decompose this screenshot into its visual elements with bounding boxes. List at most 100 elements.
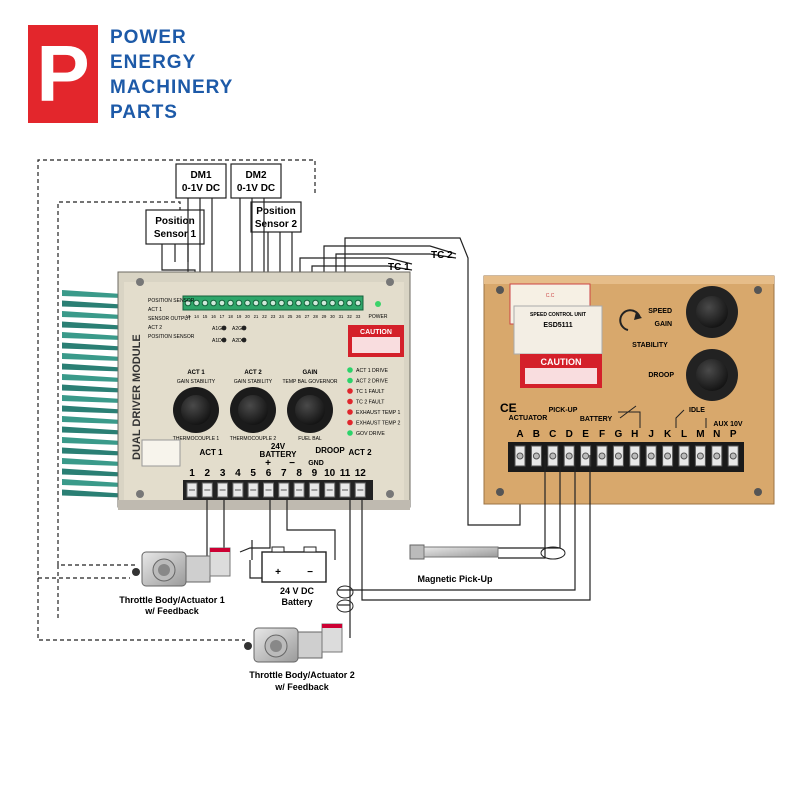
top-terminal-screw: [269, 299, 277, 307]
esd-terminal-letter: H: [631, 429, 638, 440]
gnd-label: GND: [308, 460, 324, 467]
knob-foot-label: THERMOCOUPLE 2: [230, 436, 277, 442]
esd-terminal-letter: P: [730, 429, 737, 440]
status-led-label: TC 2 FAULT: [356, 400, 385, 406]
heatsink-fin: [62, 384, 122, 393]
terminal-number: 3: [220, 468, 226, 479]
knob-head-label: ACT 1: [187, 370, 205, 376]
test-point-led: [221, 325, 227, 331]
top-terminal-number: 13: [186, 314, 191, 319]
esd-terminal-letter: G: [615, 429, 623, 440]
terminal-number: 12: [355, 468, 367, 479]
heatsink-fin: [62, 458, 122, 466]
top-terminal-number: 20: [245, 314, 250, 319]
battery-label-1: 24 V DC: [280, 586, 315, 596]
esd-battery-label: BATTERY: [580, 416, 613, 423]
tc1-label: TC 1: [388, 262, 410, 273]
esd-terminal-letter: B: [533, 429, 540, 440]
esd-terminal-letter: M: [696, 429, 704, 440]
knob-sub-label: TEMP BAL GOVERNOR: [282, 379, 337, 385]
top-terminal-number: 31: [339, 314, 344, 319]
top-terminal-number: 33: [356, 314, 361, 319]
side-label: POSITION SENSOR: [148, 298, 195, 304]
status-led: [347, 388, 353, 394]
stability-label: STABILITY: [632, 342, 668, 349]
screw-icon: [754, 488, 762, 496]
knob-head-label: GAIN: [303, 370, 318, 376]
test-point-led: [241, 325, 247, 331]
top-terminal-screw: [354, 299, 362, 307]
heatsink-fin: [62, 405, 122, 414]
heatsink-fin: [62, 416, 122, 424]
brand-line-4: PARTS: [110, 102, 178, 123]
magnetic-pickup: Magnetic Pick-Up: [409, 544, 499, 584]
knob-foot-label: FUEL BAL: [298, 436, 322, 442]
pos2-label-1: Position: [256, 206, 295, 217]
top-terminal-number: 19: [237, 314, 242, 319]
status-led-label: GOV DRIVE: [356, 431, 385, 437]
top-terminal-number: 16: [211, 314, 216, 319]
status-led-label: EXHAUST TEMP 2: [356, 421, 401, 427]
heatsink-fin: [62, 332, 122, 340]
idle-label: IDLE: [689, 407, 705, 414]
top-terminal-number: 14: [194, 314, 199, 319]
dm1-label-2: 0-1V DC: [182, 183, 220, 194]
esd-terminal-letter: A: [516, 429, 523, 440]
top-terminal-screw: [218, 299, 226, 307]
terminal-number: 2: [205, 468, 211, 479]
knob-sub-label: GAIN STABILITY: [234, 379, 273, 385]
heatsink-fin: [62, 437, 122, 445]
tc2-label: TC 2: [431, 250, 453, 261]
actuator-label: ACTUATOR: [509, 415, 548, 422]
status-led: [347, 367, 353, 373]
top-terminal-screw: [244, 299, 251, 307]
idle-switch-symbol: [675, 409, 707, 428]
wire-loop-mark: [336, 599, 354, 613]
top-terminal-screw: [235, 299, 243, 307]
esd-model: ESD5111: [543, 322, 572, 329]
side-label: POSITION SENSOR: [148, 334, 195, 340]
screw-icon: [754, 286, 762, 294]
small-label: A1D: [212, 338, 222, 344]
ddm-logo-sticker: [141, 439, 181, 467]
minus-sign: −: [289, 458, 295, 469]
heatsink-fin: [62, 479, 122, 487]
heatsink-fin: [62, 300, 122, 309]
top-terminal-number: 32: [347, 314, 352, 319]
throttle1-label-2: w/ Feedback: [144, 606, 200, 616]
battery-24v-label: 24V: [271, 442, 286, 451]
pickup-label: PICK-UP: [549, 407, 578, 414]
screw-icon: [496, 488, 504, 496]
top-terminal-screw: [295, 299, 302, 307]
esd-terminal-letter: F: [599, 429, 605, 440]
side-label: ACT 2: [148, 325, 162, 331]
gain-label: GAIN: [655, 321, 673, 328]
terminal-number: 8: [296, 468, 302, 479]
esd-terminal-letter: J: [648, 429, 654, 440]
terminal-number: 6: [266, 468, 272, 479]
dm2-box: DM2 0-1V DC: [230, 163, 282, 199]
top-terminal-screw: [346, 299, 353, 307]
top-terminal-screw: [184, 299, 192, 307]
screw-icon: [386, 490, 394, 498]
terminal-number: 10: [324, 468, 336, 479]
top-terminal-screw: [261, 299, 268, 307]
heatsink-fin: [62, 374, 122, 382]
status-led: [347, 419, 353, 426]
status-led: [347, 430, 353, 436]
droop-label: DROOP: [648, 372, 674, 379]
speed-label: SPEED: [648, 308, 672, 315]
esd-terminal-letter: L: [681, 429, 687, 440]
esd-caution-text: CAUTION: [541, 357, 582, 367]
top-terminal-number: 25: [288, 314, 293, 319]
esd-title: SPEED CONTROL UNIT: [530, 312, 586, 318]
top-terminal-screw: [278, 299, 285, 307]
knob-sub-label: GAIN STABILITY: [177, 379, 216, 385]
throttle2-label-2: w/ Feedback: [274, 682, 330, 692]
small-label: A2G: [232, 326, 242, 332]
dm2-label-2: 0-1V DC: [237, 183, 275, 194]
top-terminal-screw: [303, 299, 311, 307]
status-led-label: EXHAUST TEMP 1: [356, 410, 401, 416]
battery: + − 24 V DC Battery: [261, 546, 327, 607]
